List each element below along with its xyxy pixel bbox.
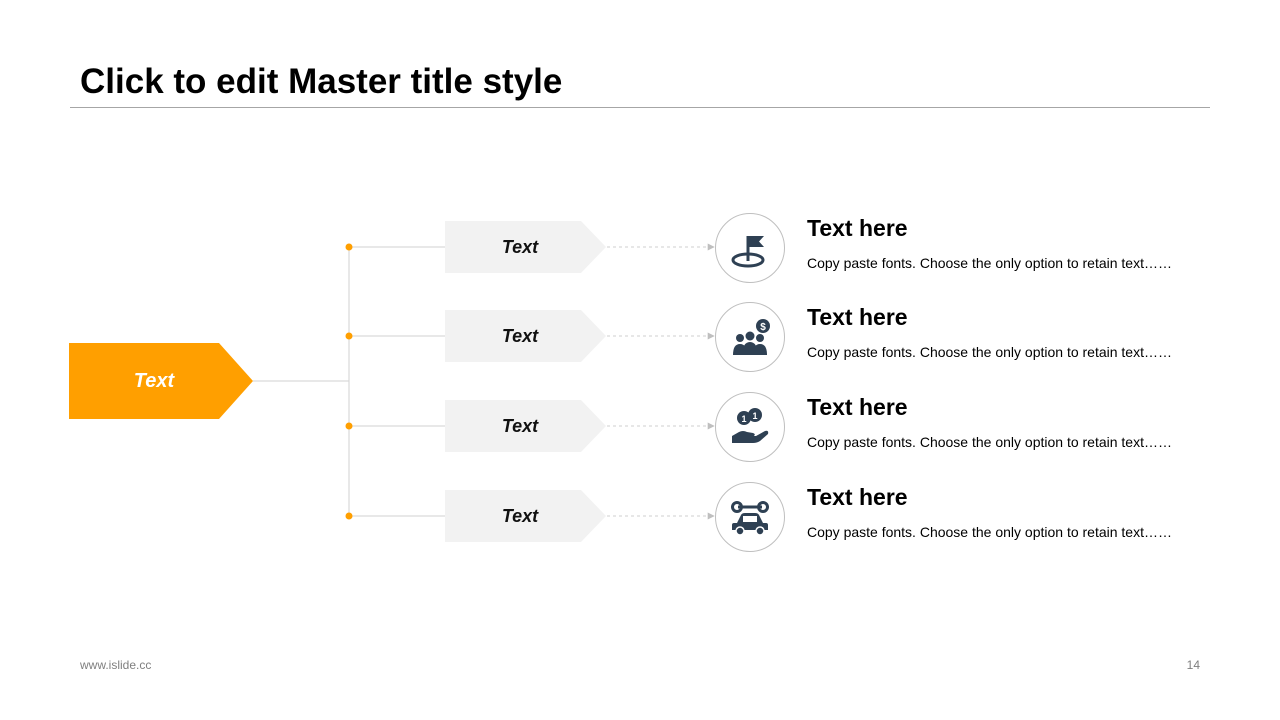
icon-circle-4 <box>715 482 785 552</box>
slide-title: Click to edit Master title style <box>80 62 563 101</box>
icon-circle-1 <box>715 213 785 283</box>
branch-label-3: Text <box>501 415 539 436</box>
icon-circle-2: $ <box>715 302 785 372</box>
branch-label-1: Text <box>501 236 539 257</box>
hand-coins-icon: 1 1 <box>732 408 769 443</box>
item-heading-3: Text here <box>807 394 908 420</box>
branch-chevron-shape[interactable] <box>445 221 606 273</box>
item-heading-2: Text here <box>807 304 908 330</box>
branch-dot <box>345 332 353 340</box>
branch-dot <box>345 243 353 251</box>
branch-chevron-shape[interactable] <box>445 400 606 452</box>
branch-dot <box>345 422 353 430</box>
team-money-icon: $ <box>733 319 770 355</box>
branch-chevron-shape[interactable] <box>445 490 606 542</box>
flag-icon <box>731 236 765 268</box>
car-wrench-icon <box>731 501 769 536</box>
item-description-2: Copy paste fonts. Choose the only option… <box>807 344 1172 360</box>
icon-circle-3: 1 1 <box>715 392 785 462</box>
svg-text:$: $ <box>760 322 766 333</box>
footer-website[interactable]: www.islide.cc <box>80 658 152 672</box>
page-number: 14 <box>1186 658 1200 672</box>
branch-label-4: Text <box>501 505 539 526</box>
item-description-3: Copy paste fonts. Choose the only option… <box>807 434 1172 450</box>
root-chevron-shape[interactable] <box>69 343 253 419</box>
item-description-4: Copy paste fonts. Choose the only option… <box>807 524 1172 540</box>
item-description-1: Copy paste fonts. Choose the only option… <box>807 255 1172 271</box>
branch-dot <box>345 512 353 520</box>
branch-chevron-shape[interactable] <box>445 310 606 362</box>
branch-label-2: Text <box>501 325 539 346</box>
item-heading-4: Text here <box>807 484 908 510</box>
svg-text:1: 1 <box>752 411 757 421</box>
title-divider <box>70 107 1210 108</box>
item-heading-1: Text here <box>807 215 908 241</box>
svg-text:1: 1 <box>741 414 746 424</box>
